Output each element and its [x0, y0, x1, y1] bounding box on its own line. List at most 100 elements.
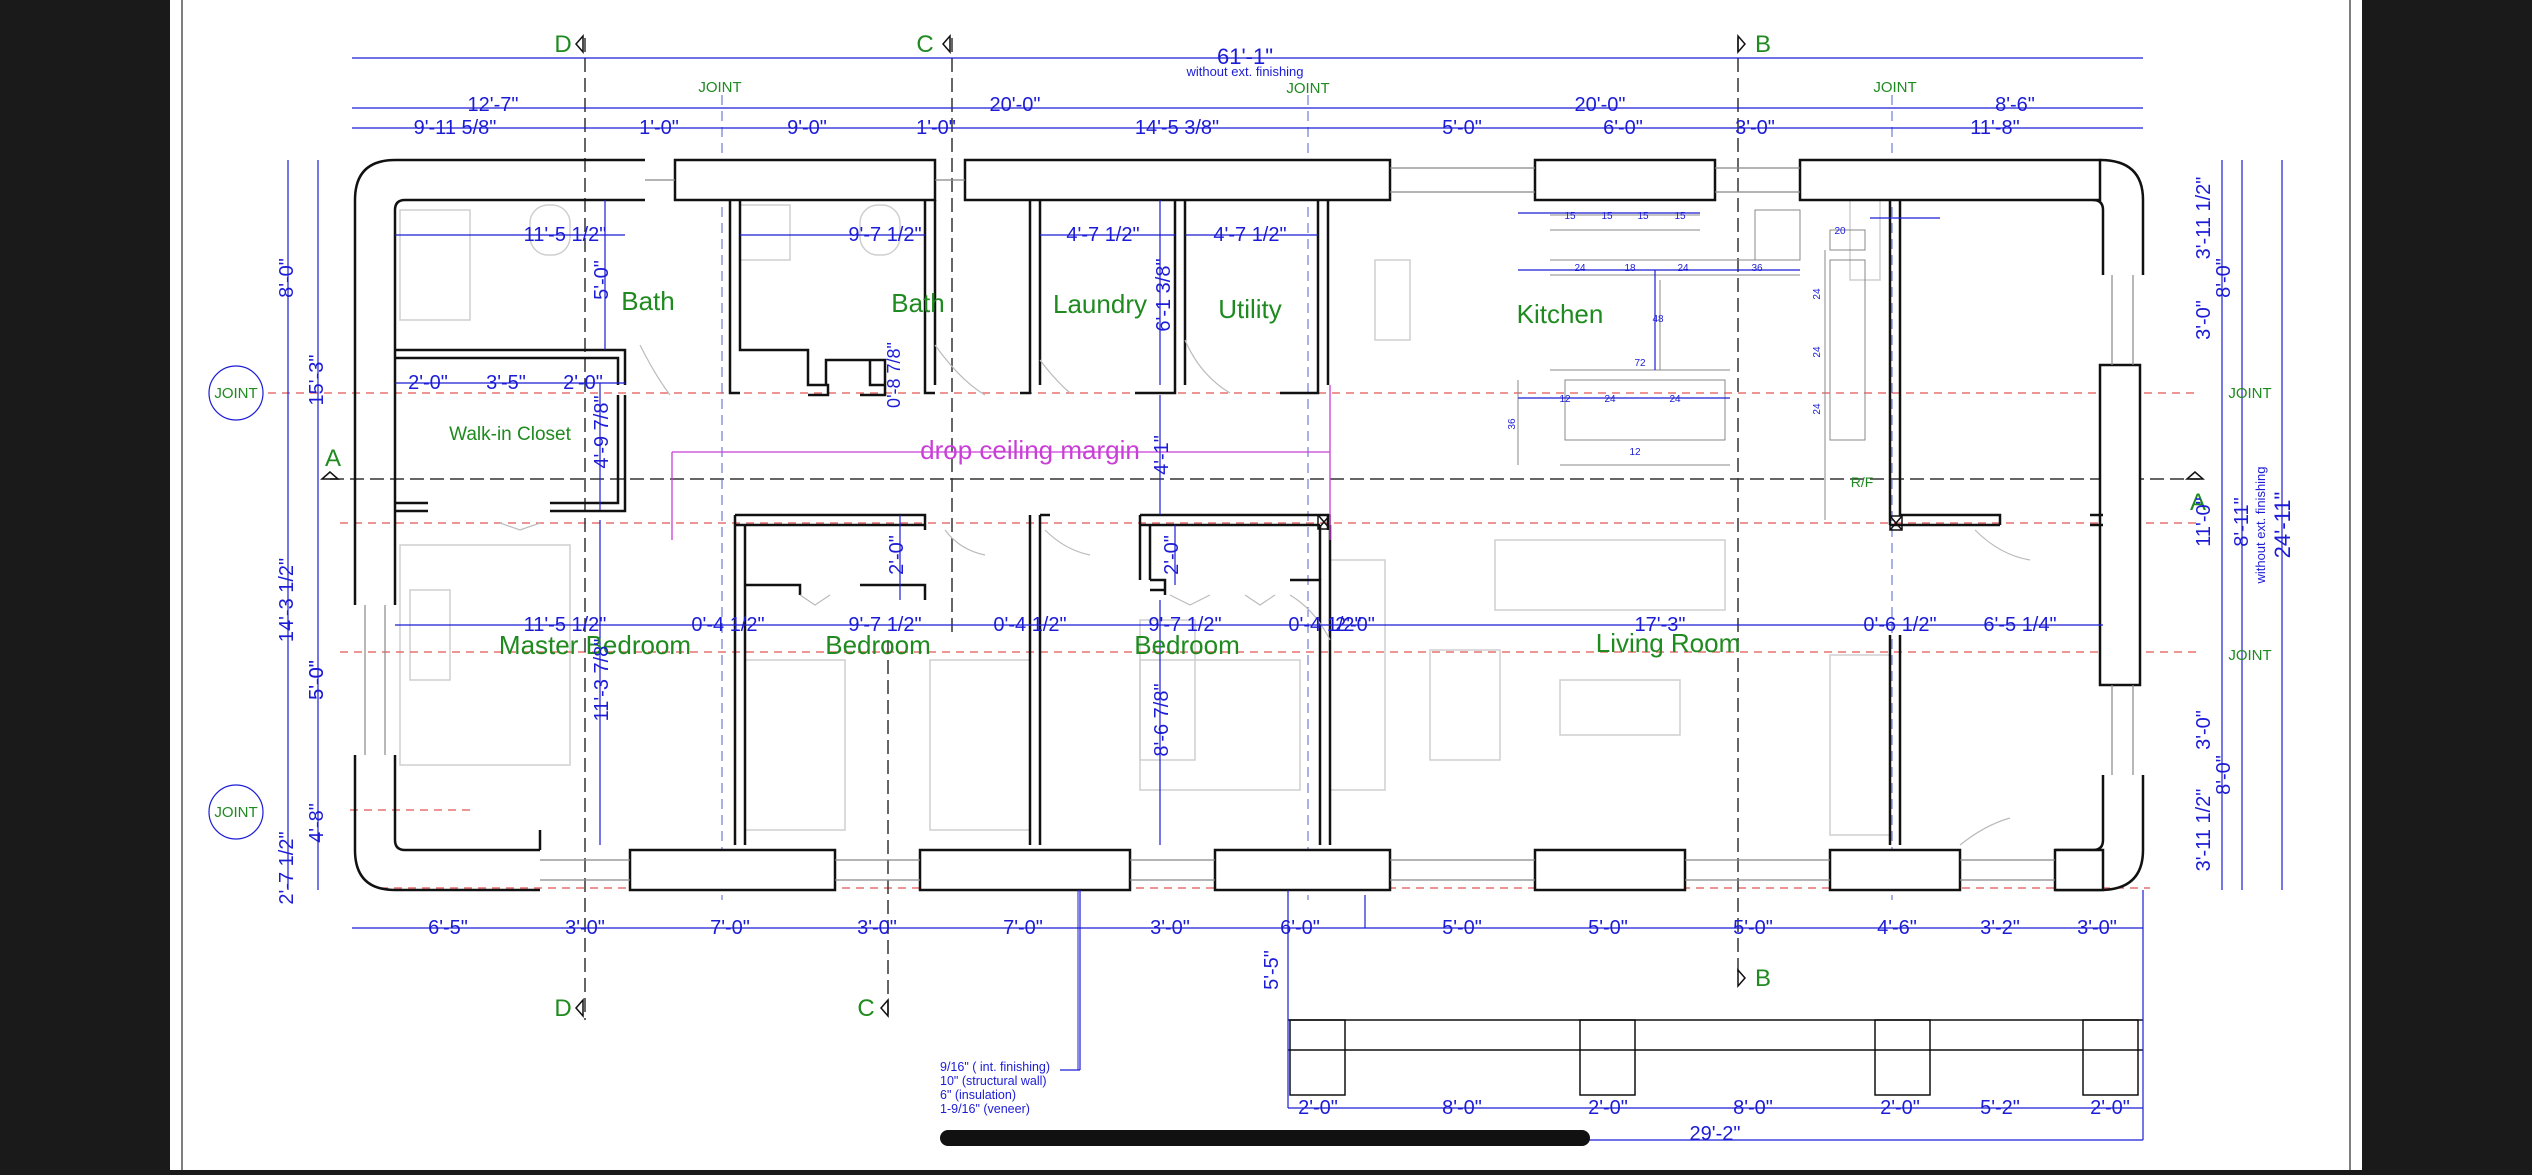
top-dim-row2: 11'-8" — [1970, 117, 2019, 139]
kitchen-fixtures — [1517, 209, 1866, 520]
lower-dim: 17'-3" — [1635, 614, 1686, 636]
upper-dim: 5'-0" — [591, 260, 613, 300]
closet-dim: 0'-8 7/8" — [884, 342, 904, 408]
porch-dim: 5'-2" — [1980, 1097, 2020, 1119]
upper-dim: 4'-7 1/2" — [1066, 224, 1139, 246]
right-dim: 3'-0" — [2193, 300, 2215, 340]
lower-dim: 11'-5 1/2" — [524, 614, 607, 636]
kitchen-small-dim: 24 — [1812, 288, 1823, 300]
joint-label-right: JOINT — [2228, 647, 2271, 664]
section-marker-d: D — [554, 31, 571, 58]
left-dim: 4'-8" — [306, 803, 328, 843]
kitchen-small-dim: 36 — [1507, 418, 1518, 430]
upper-dim: 4'-1" — [1151, 435, 1173, 475]
kitchen-small-dim: 12 — [1559, 394, 1571, 405]
interior-walls — [395, 200, 2103, 850]
door-swings — [499, 339, 2031, 846]
room-label-bedroom: Bedroom — [1134, 630, 1240, 660]
section-marker-b: B — [1755, 31, 1771, 58]
top-dim-row2: 1'-0" — [639, 117, 679, 139]
right-dim: 11'-0" — [2193, 497, 2215, 546]
top-dim-row2: 14'-5 3/8" — [1135, 117, 1219, 139]
section-lines — [330, 38, 2200, 1020]
left-dim: 5'-0" — [306, 660, 328, 700]
porch-dim: 2'-0" — [1880, 1097, 1920, 1119]
lower-dim: 9'-7 1/2" — [1148, 614, 1221, 636]
right-dim: 3'-11 1/2" — [2193, 789, 2215, 872]
bottom-dim: 4'-6" — [1877, 917, 1917, 939]
lower-dim: 2'-0" — [1161, 535, 1183, 575]
porch — [1288, 1019, 2143, 1096]
room-label-kitchen: Kitchen — [1517, 299, 1604, 329]
overall-depth-dim: 24'-11" — [2270, 492, 2295, 559]
section-marker-a-right: A — [2190, 489, 2206, 516]
closet-dim: 4'-9 7/8" — [591, 395, 613, 468]
bottom-dim: 3'-0" — [1150, 917, 1190, 939]
home-indicator[interactable] — [940, 1130, 1590, 1146]
bottom-dim: 5'-0" — [1588, 917, 1628, 939]
section-marker-c-bottom: C — [857, 995, 874, 1022]
lower-dim: 6'-5 1/4" — [1983, 614, 2056, 636]
drop-ceiling-margin — [671, 385, 1331, 540]
room-label-utility: Utility — [1218, 294, 1282, 324]
right-dim: 8'-0" — [2213, 755, 2235, 795]
room-label-bath: Bath — [891, 288, 945, 318]
closet-dim: 3'-5" — [486, 372, 526, 394]
bottom-dim: 7'-0" — [1003, 917, 1043, 939]
porch-dim: 5'-5" — [1261, 950, 1283, 990]
kitchen-small-dim: 12 — [1629, 447, 1641, 458]
drop-ceiling-label: drop ceiling margin — [920, 435, 1140, 465]
kitchen-small-dim: 72 — [1634, 358, 1646, 369]
section-marker-d-bottom: D — [554, 995, 571, 1022]
joint-label-left: JOINT — [214, 385, 257, 402]
top-dim-row1: 20'-0" — [1575, 94, 1626, 116]
room-label-master-bedroom: Master Bedroom — [499, 630, 691, 660]
left-dim: 15'-3" — [306, 355, 328, 406]
kitchen-small-dim: 24 — [1604, 394, 1616, 405]
kitchen-small-dim: 18 — [1624, 263, 1636, 274]
upper-dim: 6'-1 3/8" — [1153, 258, 1175, 331]
right-dim: 3'-0" — [2193, 710, 2215, 750]
top-dim-row2: 9'-0" — [787, 117, 827, 139]
left-dim: 8'-0" — [276, 258, 298, 298]
room-label-living-room: Living Room — [1596, 628, 1741, 658]
section-marker-a-left: A — [325, 445, 341, 472]
overall-length-dim: 61'-1" — [1217, 44, 1273, 69]
top-dim-row2: 6'-0" — [1603, 117, 1643, 139]
joint-label-top: JOINT — [1873, 79, 1916, 96]
porch-dim: 2'-0" — [2090, 1097, 2130, 1119]
upper-dim: 11'-5 1/2" — [524, 224, 607, 246]
section-marker-c: C — [916, 31, 933, 58]
kitchen-small-dim: 24 — [1677, 263, 1689, 274]
wall-layer-note: 1-9/16" (veneer) — [940, 1102, 1030, 1116]
lower-dim: 0'-4 1/2" — [993, 614, 1066, 636]
bottom-dim: 6'-0" — [1280, 917, 1320, 939]
kitchen-small-dim: 24 — [1812, 403, 1823, 415]
lower-dim: 9'-7 1/2" — [848, 614, 921, 636]
kitchen-small-dim: 15 — [1601, 211, 1613, 222]
bottom-dim: 5'-0" — [1442, 917, 1482, 939]
kitchen-small-dim: 24 — [1812, 346, 1823, 358]
right-dim: 8'-11" — [2231, 497, 2253, 546]
section-marker-b-bottom: B — [1755, 965, 1771, 992]
joint-label-top: JOINT — [698, 79, 741, 96]
left-dim: 14'-3 1/2" — [276, 558, 298, 642]
joint-label-left: JOINT — [214, 804, 257, 821]
overall-length-note: without ext. finishing — [1185, 64, 1303, 79]
bottom-dim: 3'-0" — [857, 917, 897, 939]
right-dim: 8'-0" — [2213, 258, 2235, 298]
left-dim: 2'-7 1/2" — [276, 831, 298, 904]
overall-depth-note: without ext. finishing — [2253, 466, 2268, 584]
porch-total-dim: 29'-2" — [1690, 1123, 1741, 1145]
top-dim-row2: 1'-0" — [916, 117, 956, 139]
kitchen-small-dim: 15 — [1564, 211, 1576, 222]
top-dim-row2: 9'-11 5/8" — [414, 117, 497, 139]
top-dim-row1: 20'-0" — [990, 94, 1041, 116]
lower-dim: 0'-4 1/2" — [1288, 614, 1361, 636]
lower-dim: 0'-6 1/2" — [1863, 614, 1936, 636]
room-label-laundry: Laundry — [1053, 289, 1147, 319]
rf-label: R/F — [1851, 474, 1874, 490]
kitchen-small-dim: 24 — [1574, 263, 1586, 274]
